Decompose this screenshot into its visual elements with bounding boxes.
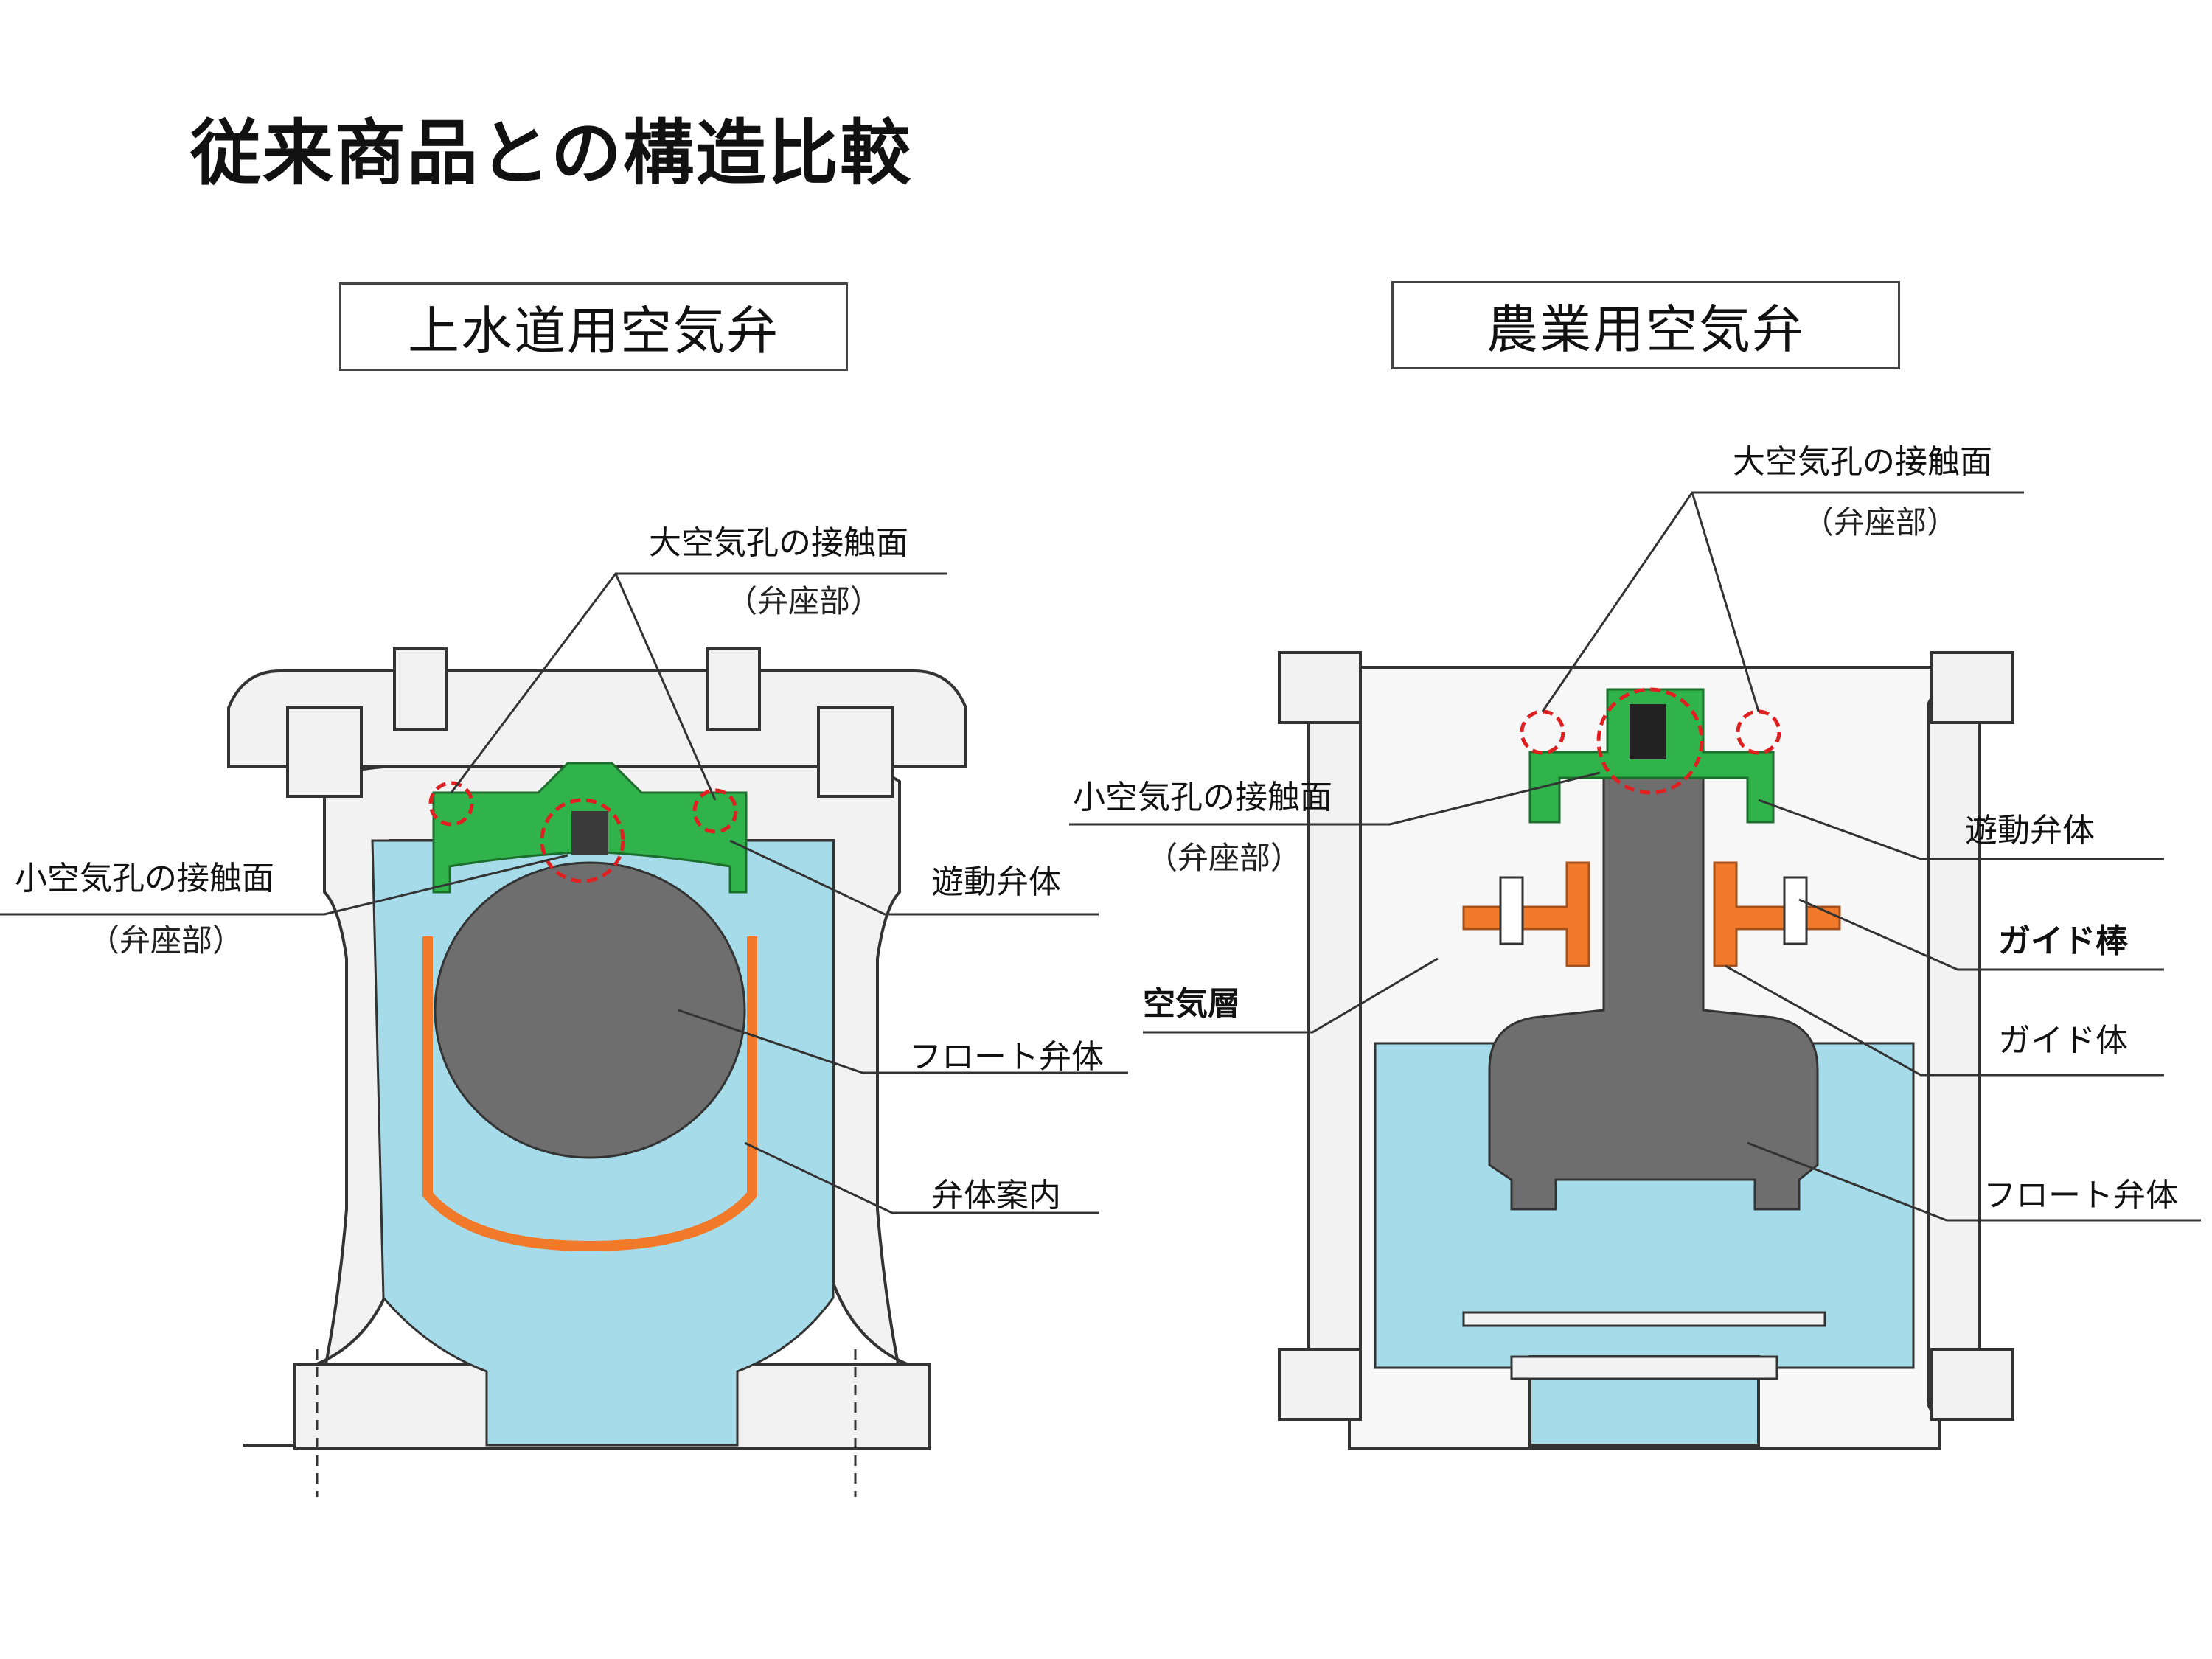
right-panel-heading: 農業用空気弁 bbox=[1391, 281, 1900, 369]
left-label-small-hole-sub: （弁座部） bbox=[88, 922, 244, 959]
right-small-nozzle bbox=[1630, 704, 1666, 759]
left-label-floating-valve: 遊動弁体 bbox=[931, 863, 1061, 901]
right-guide-rod bbox=[1783, 876, 1808, 945]
right-guide-rod bbox=[1499, 876, 1524, 945]
right-label-guide-body: ガイド体 bbox=[1998, 1022, 2128, 1060]
right-label-float-valve: フロート弁体 bbox=[1983, 1177, 2178, 1214]
right-seat-marker bbox=[1736, 709, 1781, 755]
left-valve-drawing bbox=[0, 572, 1128, 1497]
left-valve-guide bbox=[422, 936, 757, 1252]
right-label-air-layer: 空気層 bbox=[1143, 985, 1240, 1023]
left-label-small-hole: 小空気孔の接触面 bbox=[15, 860, 274, 897]
left-panel-heading: 上水道用空気弁 bbox=[339, 282, 848, 371]
right-corner-bolt bbox=[1278, 651, 1362, 724]
left-bolt bbox=[817, 706, 894, 798]
right-guide-body-left bbox=[1462, 861, 1590, 967]
right-valve-drawing bbox=[1069, 491, 2201, 1450]
left-label-large-hole: 大空気孔の接触面 bbox=[649, 524, 908, 562]
left-label-valve-guide: 弁体案内 bbox=[931, 1177, 1061, 1214]
left-seat-marker bbox=[540, 798, 625, 883]
right-seat-marker bbox=[1520, 709, 1565, 755]
right-label-guide-rod: ガイド棒 bbox=[1998, 922, 2128, 960]
left-label-float-valve: フロート弁体 bbox=[909, 1038, 1104, 1076]
left-bolt bbox=[286, 706, 363, 798]
left-seat-marker bbox=[428, 781, 474, 827]
page-title: 従来商品との構造比較 bbox=[190, 112, 913, 195]
right-label-floating-valve: 遊動弁体 bbox=[1965, 812, 2095, 849]
left-bolt bbox=[706, 647, 761, 731]
left-small-nozzle bbox=[571, 811, 608, 855]
right-seat-marker bbox=[1596, 687, 1704, 795]
right-float-body bbox=[1488, 751, 1819, 1211]
left-bolt bbox=[393, 647, 448, 731]
left-float-ball bbox=[434, 861, 746, 1159]
left-label-large-hole-sub: （弁座部） bbox=[726, 583, 882, 619]
right-corner-bolt bbox=[1278, 1348, 1362, 1421]
right-label-small-hole: 小空気孔の接触面 bbox=[1073, 779, 1332, 816]
right-corner-bolt bbox=[1930, 651, 2014, 724]
right-label-large-hole-sub: （弁座部） bbox=[1803, 504, 1958, 540]
right-label-small-hole-sub: （弁座部） bbox=[1147, 840, 1302, 876]
left-seat-marker bbox=[692, 788, 738, 834]
right-corner-bolt bbox=[1930, 1348, 2014, 1421]
right-label-large-hole: 大空気孔の接触面 bbox=[1733, 443, 1992, 481]
